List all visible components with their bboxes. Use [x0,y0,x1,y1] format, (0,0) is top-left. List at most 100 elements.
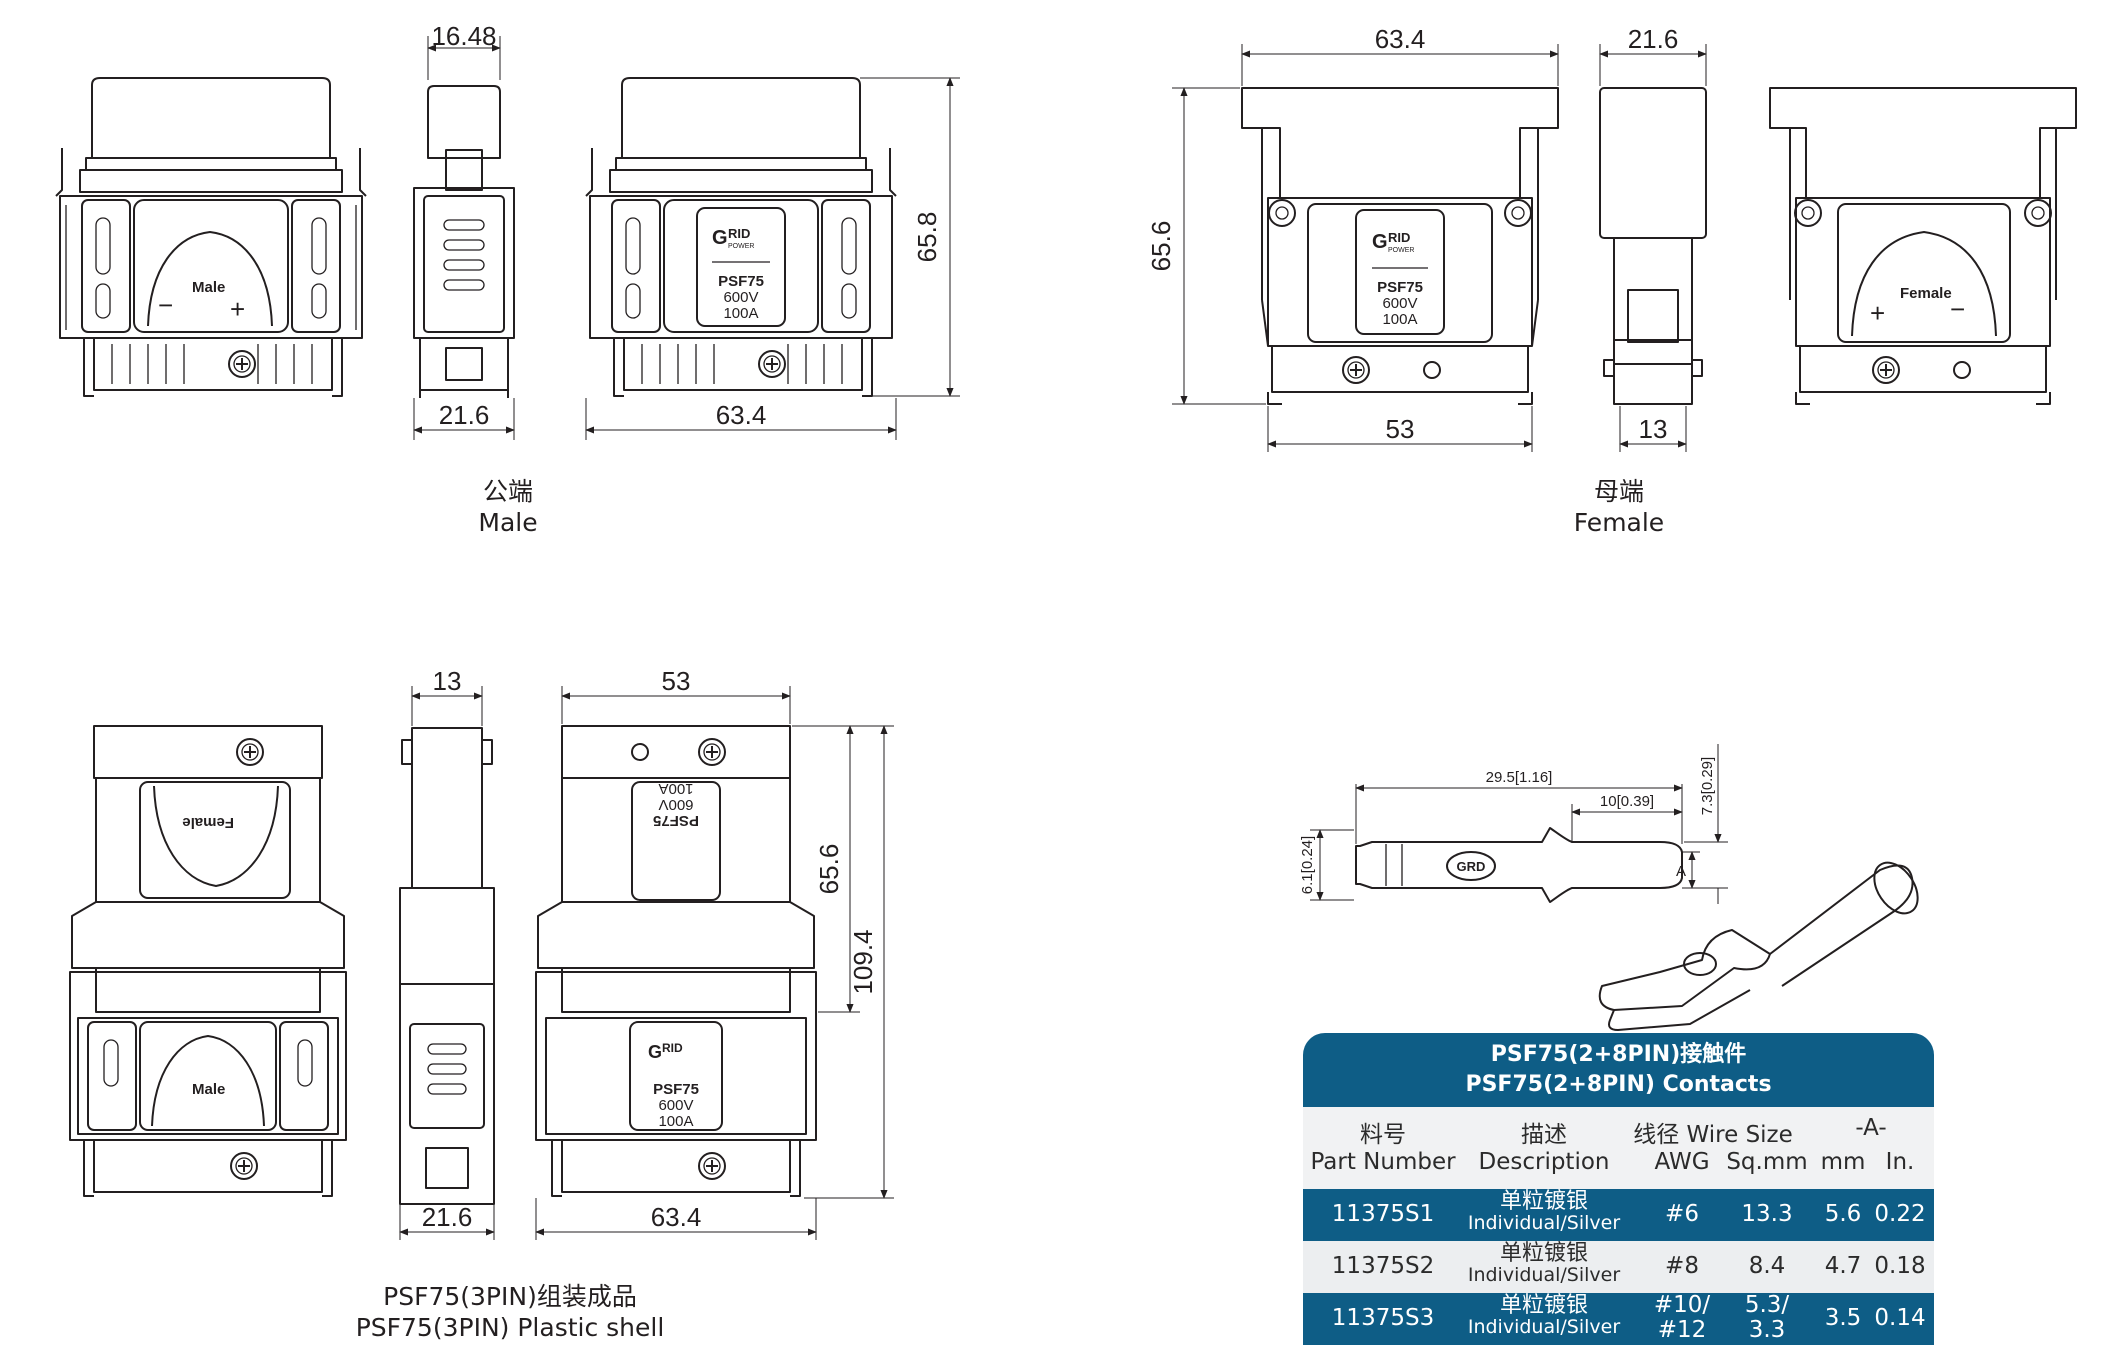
assembly-dim-width: 63.4 [651,1202,702,1232]
male-caption-cn: 公端 [482,477,533,506]
header-desc-cn: 描述 [1521,1122,1567,1148]
table-header-row: 料号 Part Number 描述 Description 线径 Wire Si… [1303,1107,1934,1189]
male-back-view: G RID POWER PSF75 600V 100A [585,77,897,397]
contact-drawing: GRD 29.5[1.16] 10[0.39] 7.3[0.29] 6.1[0.… [1299,744,1919,1031]
assembly-badge-model-2: PSF75 [653,1081,699,1098]
female-caption: 母端 Female [1514,476,1724,538]
row-desc-en: Individual/Silver [1467,1264,1621,1286]
row-in: 0.18 [1874,1253,1926,1279]
female-dim-height: 65.6 [1146,221,1176,272]
row-awg: #8 [1665,1253,1699,1279]
header-desc-en: Description [1478,1149,1610,1175]
male-dim-width: 63.4 [716,400,767,430]
contact-logo: GRD [1457,859,1486,874]
row-desc-cn: 单粒镀银 [1499,1241,1589,1266]
assembly-badge-model: PSF75 [653,812,699,829]
assembly-badge-logo-g: G [648,1042,662,1062]
contact-dim-height: 7.3[0.29] [1699,757,1716,815]
row-in: 0.14 [1874,1305,1926,1331]
assembly-male-label: Male [192,1081,225,1098]
female-badge-logo-rid: RID [1388,230,1410,245]
row-desc: 单粒镀银 Individual/Silver [1468,1190,1620,1233]
table-row: 11375S3 单粒镀银 Individual/Silver #10/ #12 … [1303,1293,1934,1345]
male-dimensions: 16.48 21.6 63.4 65.8 [413,21,960,440]
female-back-label: Female [1900,285,1952,302]
assembly-back-view: 100A 600V PSF75 G RID PSF75 600V 100A [535,725,817,1197]
female-badge-current: 100A [1382,311,1417,328]
header-sqmm: Sq.mm [1726,1149,1808,1175]
contact-dim-length: 29.5[1.16] [1486,769,1553,786]
assembly-badge-voltage-2: 600V [658,1097,693,1114]
row-sqmm-line2: 3.3 [1748,1317,1786,1343]
table-row: 11375S2 单粒镀银 Individual/Silver #8 8.4 4.… [1303,1241,1934,1293]
row-desc-cn: 单粒镀银 [1499,1293,1589,1318]
contacts-spec-table: PSF75(2+8PIN)接触件 PSF75(2+8PIN) Contacts … [1303,1033,1934,1347]
row-desc-cn: 单粒镀银 [1499,1189,1589,1214]
row-sqmm: 13.3 [1741,1201,1793,1227]
assembly-caption: PSF75(3PIN)组装成品 PSF75(3PIN) Plastic shel… [310,1281,710,1343]
row-part: 11375S3 [1331,1305,1435,1331]
assembly-dim-top-depth: 13 [433,666,462,696]
header-part-cn: 料号 [1360,1122,1406,1148]
header-mm: mm [1820,1149,1866,1175]
row-mm: 4.7 [1824,1253,1862,1279]
assembly-female-label: Female [182,814,234,831]
contact-dim-a: A [1676,863,1686,880]
row-sqmm-line1: 5.3/ [1744,1292,1790,1318]
assembly-caption-en: PSF75(3PIN) Plastic shell [355,1313,665,1342]
row-part: 11375S2 [1331,1253,1435,1279]
male-dim-height: 65.8 [912,212,942,263]
male-badge-logo-g: G [712,227,728,249]
row-awg-line1: #10/ [1653,1292,1711,1318]
male-front-view: Male − + [55,77,367,397]
plus-sign: + [230,294,245,324]
female-dimensions: 63.4 21.6 65.6 53 13 [1146,24,1707,452]
row-desc: 单粒镀银 Individual/Silver [1468,1294,1620,1337]
table-row: 11375S1 单粒镀银 Individual/Silver #6 13.3 5… [1303,1189,1934,1241]
table-title: PSF75(2+8PIN)接触件 PSF75(2+8PIN) Contacts [1303,1033,1934,1107]
row-desc-en: Individual/Silver [1467,1212,1621,1234]
female-side-view [1599,87,1707,405]
female-badge-logo-g: G [1372,231,1388,253]
male-side-view [413,85,515,398]
header-in: In. [1885,1149,1915,1175]
assembly-dim-top-width: 53 [662,666,691,696]
male-badge-logo-power: POWER [728,243,754,250]
male-badge-voltage: 600V [723,289,758,306]
female-caption-en: Female [1573,508,1665,537]
header-a: -A- [1855,1115,1887,1141]
row-awg-line2: #12 [1657,1317,1707,1343]
female-plus-sign: + [1870,298,1885,328]
row-sqmm: 5.3/ 3.3 [1745,1293,1789,1343]
row-awg: #6 [1665,1201,1699,1227]
header-awg: AWG [1654,1149,1710,1175]
assembly-dimensions: 13 53 65.6 109.4 21.6 63.4 [399,666,894,1240]
female-dim-bottom-width: 53 [1386,414,1415,444]
male-caption: 公端 Male [403,476,613,538]
minus-sign: − [158,290,173,320]
male-caption-en: Male [478,508,538,537]
male-badge-logo-rid: RID [728,226,750,241]
row-desc: 单粒镀银 Individual/Silver [1468,1242,1620,1285]
assembly-badge-current-2: 100A [658,1113,693,1130]
female-badge-model: PSF75 [1377,279,1423,296]
header-wire-size: 线径 Wire Size [1633,1122,1793,1148]
male-dim-depth: 21.6 [439,400,490,430]
female-minus-sign: − [1950,294,1965,324]
row-mm: 3.5 [1824,1305,1862,1331]
assembly-badge-current: 100A [658,780,693,797]
table-title-en: PSF75(2+8PIN) Contacts [1465,1072,1772,1097]
male-badge-model: PSF75 [718,273,764,290]
row-sqmm: 8.4 [1748,1253,1786,1279]
male-front-label: Male [192,279,225,296]
contact-dim-barrel: 6.1[0.24] [1299,836,1316,894]
female-badge-voltage: 600V [1382,295,1417,312]
female-caption-cn: 母端 [1593,477,1644,506]
row-in: 0.22 [1874,1201,1926,1227]
assembly-badge-voltage: 600V [658,796,693,813]
assembly-dim-depth: 21.6 [422,1202,473,1232]
female-back-view: Female + − [1769,87,2077,405]
female-dim-side-width: 21.6 [1628,24,1679,54]
assembly-front-view: Female Male [69,725,347,1197]
